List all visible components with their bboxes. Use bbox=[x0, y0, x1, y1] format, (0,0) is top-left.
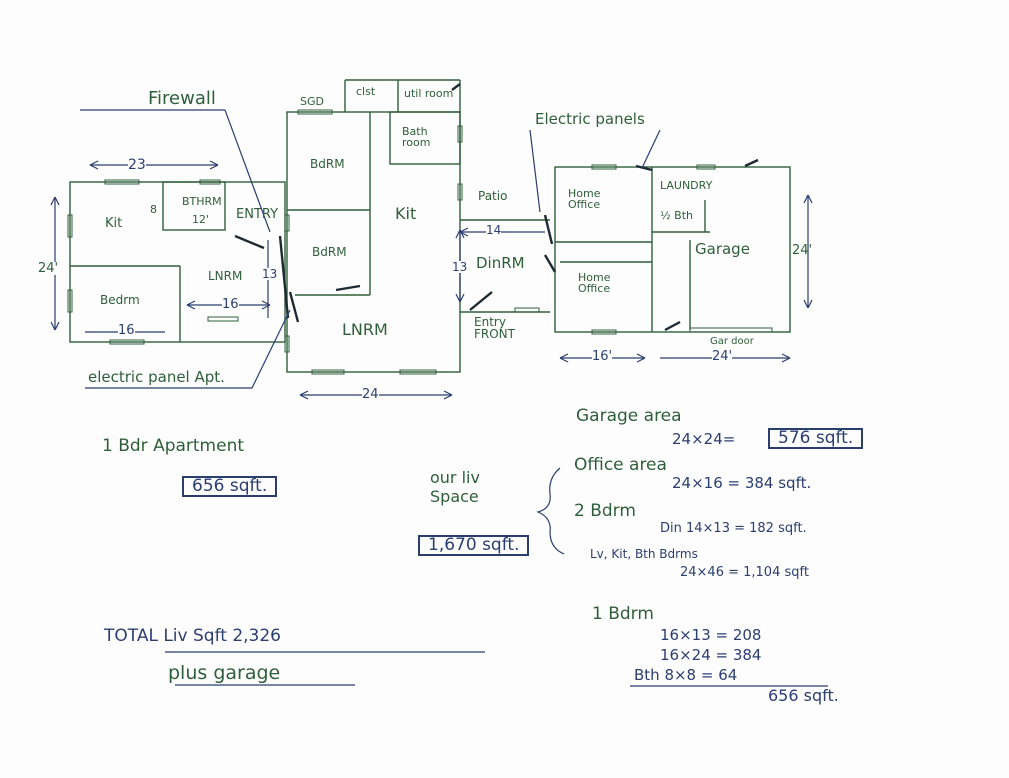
entry-front-label: Entry FRONT bbox=[474, 315, 515, 341]
apt-bathroom-walls bbox=[162, 181, 226, 231]
firewall-label: Firewall bbox=[148, 88, 216, 109]
apt-living-room-label: LNRM bbox=[208, 269, 243, 283]
office-area-label: Office area bbox=[574, 455, 667, 475]
patio-label: Patio bbox=[478, 189, 508, 203]
living-area-calculation: 24×46 = 1,104 sqft bbox=[680, 565, 809, 580]
dining-area-calculation: Din 14×13 = 182 sqft. bbox=[660, 521, 807, 536]
apartment-title: 1 Bdr Apartment bbox=[102, 436, 245, 456]
garage-door-label: Gar door bbox=[710, 336, 754, 347]
apt-bedroom-label: Bedrm bbox=[100, 293, 140, 307]
garage-sqft-box: 576 sqft. bbox=[768, 428, 864, 449]
plus-garage-note: plus garage bbox=[168, 662, 281, 684]
office-area-calculation: 24×16 = 384 sqft. bbox=[672, 474, 812, 492]
apartment-outline bbox=[69, 181, 286, 343]
bedroom-1-label: BdRM bbox=[310, 157, 345, 171]
apt-width-dimension: 23 bbox=[128, 157, 146, 173]
dining-width-dimension: 14 bbox=[486, 223, 502, 237]
two-bedroom-label: 2 Bdrm bbox=[574, 501, 636, 521]
bedroom-2-label: BdRM bbox=[312, 245, 347, 259]
electric-panels-label: Electric panels bbox=[535, 110, 645, 128]
apt-bathroom-label: BTHRM bbox=[182, 195, 222, 208]
apartment-sqft-box: 656 sqft. bbox=[182, 476, 278, 497]
garage-width-dimension: 24' bbox=[712, 349, 733, 364]
office-width-dimension: 16' bbox=[592, 349, 613, 364]
living-rooms-list: Lv, Kit, Bth Bdrms bbox=[590, 547, 698, 561]
bath-room-label: Bath room bbox=[402, 125, 431, 149]
calc-line-2: 16×24 = 384 bbox=[660, 646, 762, 664]
bath-room-walls bbox=[389, 111, 461, 165]
house-width-dimension: 24 bbox=[362, 387, 379, 402]
apt-living-depth-dimension: 13 bbox=[262, 267, 278, 281]
dining-room-label: DinRM bbox=[476, 254, 525, 272]
garage-area-label: Garage area bbox=[576, 406, 682, 426]
total-living-sqft: TOTAL Liv Sqft 2,326 bbox=[104, 626, 281, 646]
closet-label: clst bbox=[356, 85, 376, 98]
apt-bedroom-width-dimension: 16 bbox=[118, 323, 135, 338]
apt-living-width-dimension: 16 bbox=[222, 297, 239, 312]
garage-wing-outline bbox=[554, 166, 791, 333]
entry-label: ENTRY bbox=[236, 207, 279, 222]
calc-line-3: Bth 8×8 = 64 bbox=[634, 666, 738, 684]
calc-line-1: 16×13 = 208 bbox=[660, 626, 762, 644]
one-bedroom-label: 1 Bdrm bbox=[592, 604, 654, 624]
our-living-space-label: our liv Space bbox=[430, 468, 480, 507]
our-living-space-total-box: 1,670 sqft. bbox=[418, 535, 530, 556]
apt-kitchen-label: Kit bbox=[105, 216, 123, 231]
garage-area-calculation: 24×24= bbox=[672, 430, 736, 448]
electric-panel-apt-label: electric panel Apt. bbox=[88, 368, 225, 386]
calc-total: 656 sqft. bbox=[768, 686, 839, 705]
apt-depth-dimension: 24' bbox=[38, 261, 59, 276]
home-office-1-label: Home Office bbox=[568, 187, 601, 211]
kitchen-label: Kit bbox=[395, 204, 417, 223]
utility-room-label: util room bbox=[404, 87, 454, 100]
apt-bathroom-width: 8 bbox=[150, 203, 157, 216]
half-bath-label: ½ Bth bbox=[660, 209, 693, 222]
laundry-label: LAUNDRY bbox=[660, 179, 713, 192]
garage-depth-dimension: 24' bbox=[792, 243, 813, 258]
dining-depth-dimension: 13 bbox=[452, 260, 468, 274]
home-office-2-label: Home Office bbox=[578, 271, 611, 295]
sgd-label: SGD bbox=[300, 95, 324, 108]
apt-bathroom-length: 12' bbox=[192, 213, 210, 226]
living-room-label: LNRM bbox=[342, 320, 388, 339]
garage-label: Garage bbox=[695, 240, 750, 258]
